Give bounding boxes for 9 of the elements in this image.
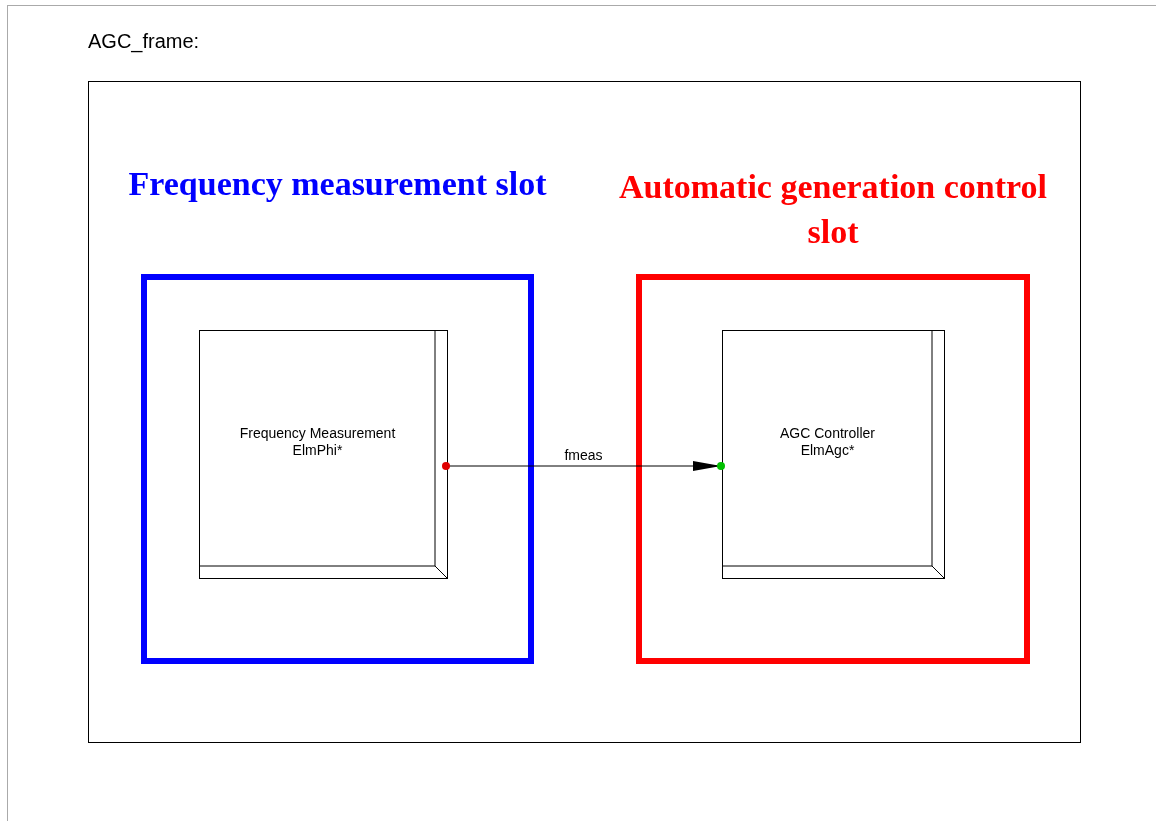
block-box [199,330,448,579]
slot-heading: Automatic generation control slot [617,167,1049,252]
block-label: AGC Controller ElmAgc* [779,425,876,459]
slot-heading: Frequency measurement slot [127,164,548,204]
frame-title: AGC_frame: [88,30,200,53]
frame-border [88,81,1081,743]
block-box [722,330,945,579]
block-label: Frequency Measurement ElmPhi* [238,425,397,459]
edge-label: fmeas [563,447,604,463]
